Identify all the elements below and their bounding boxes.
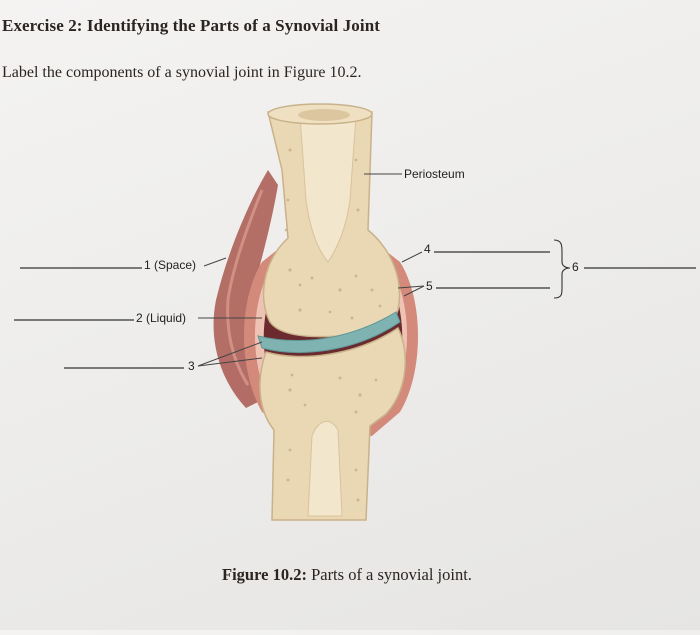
- muscle-tissue-highlight: [226, 189, 264, 386]
- label-3: 3: [188, 359, 195, 373]
- label-4: 4: [424, 242, 431, 256]
- leader-3a: [197, 341, 263, 367]
- spongy-bone-texture: [284, 148, 382, 502]
- muscle-tissue: [213, 170, 278, 408]
- label-6: 6: [572, 260, 579, 274]
- leader-1: [203, 257, 227, 267]
- upper-marrow-cavity: [299, 115, 357, 263]
- lower-marrow-cavity: [307, 421, 343, 517]
- figure-caption: Figure 10.2: Parts of a synovial joint.: [222, 565, 472, 585]
- label-periosteum: Periosteum: [404, 167, 465, 181]
- caption-number: Figure 10.2:: [222, 565, 307, 584]
- label-5: 5: [426, 279, 433, 293]
- leader-3b: [197, 357, 263, 367]
- articular-cartilage: [257, 311, 401, 353]
- exercise-title: Exercise 2: Identifying the Parts of a S…: [2, 16, 381, 35]
- caption-text: Parts of a synovial joint.: [306, 565, 472, 584]
- exercise-instruction: Label the components of a synovial joint…: [2, 64, 362, 81]
- brace: [553, 239, 571, 299]
- label-2-liquid: 2 (Liquid): [136, 311, 186, 325]
- leader-5a: [397, 285, 425, 289]
- leader-5b: [403, 285, 425, 297]
- upper-bone-top-hollow: [298, 109, 350, 121]
- leader-4: [401, 251, 423, 263]
- label-1-space: 1 (Space): [144, 258, 196, 272]
